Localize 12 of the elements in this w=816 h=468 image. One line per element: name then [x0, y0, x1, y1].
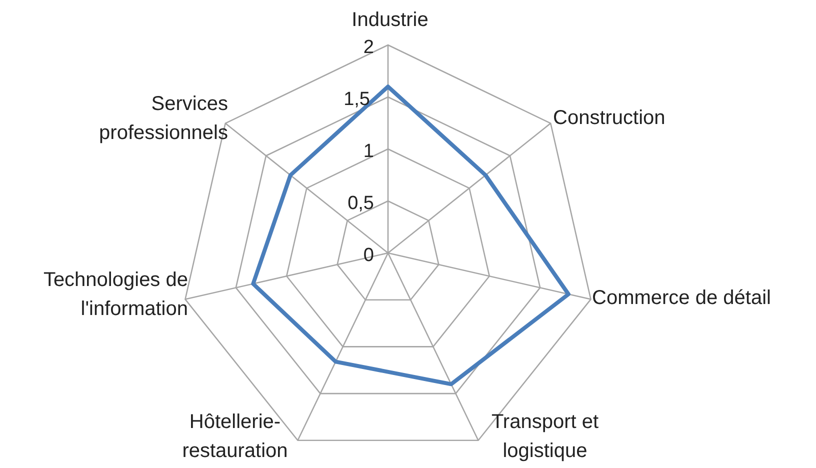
category-label: Transport et logistique — [490, 410, 600, 464]
tick-label: 0,5 — [346, 194, 374, 213]
tick-label: 1 — [362, 142, 374, 161]
category-label: Services professionnels — [98, 92, 228, 146]
category-label: Hôtellerie-restauration — [181, 410, 289, 464]
tick-label: 2 — [362, 38, 374, 57]
category-label: Construction — [553, 106, 666, 131]
category-label: Industrie — [350, 8, 430, 33]
tick-label: 0 — [362, 246, 374, 265]
category-label: Technologies de l'information — [42, 268, 188, 322]
tick-label: 1,5 — [342, 90, 370, 109]
category-label: Commerce de détail — [592, 286, 772, 311]
